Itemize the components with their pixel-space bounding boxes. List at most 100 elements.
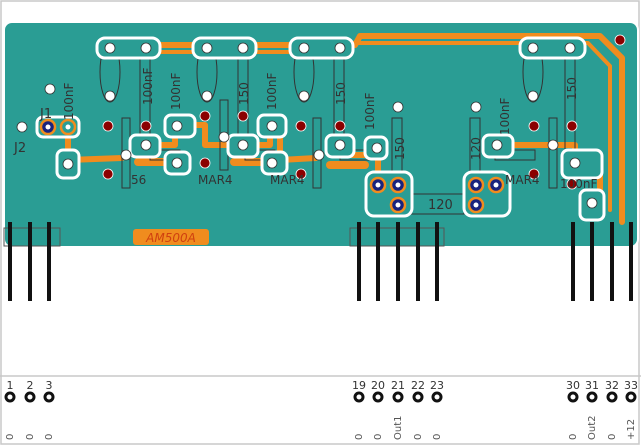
via bbox=[295, 168, 307, 180]
label-c5: 100nF bbox=[498, 97, 512, 135]
pad-blue-center bbox=[375, 182, 381, 188]
edge-pin-number: 23 bbox=[430, 379, 444, 392]
pad bbox=[371, 142, 383, 154]
pad bbox=[298, 42, 310, 54]
pad bbox=[586, 197, 598, 209]
edge-pin: 32 0 bbox=[605, 379, 619, 440]
pad-blue-center bbox=[473, 202, 479, 208]
edge-pin-number: 33 bbox=[624, 379, 638, 392]
pad bbox=[527, 42, 539, 54]
edge-pin-net: 0 bbox=[44, 434, 55, 440]
label-u1: 56 bbox=[131, 173, 146, 187]
pad-blue-center bbox=[45, 124, 51, 130]
edge-pin-number: 21 bbox=[391, 379, 405, 392]
label-c2: 100nF bbox=[169, 72, 183, 110]
label-c1: 100nF bbox=[62, 82, 76, 120]
pad bbox=[527, 90, 539, 102]
edge-pin-number: 3 bbox=[46, 379, 53, 392]
pad bbox=[140, 139, 152, 151]
pad bbox=[470, 101, 482, 113]
edge-pin: 1 0 bbox=[4, 379, 16, 440]
edge-pin-net: 0 bbox=[354, 434, 365, 440]
via bbox=[199, 157, 211, 169]
pad-blue-center bbox=[65, 124, 71, 130]
label-u3: MAR4 bbox=[270, 173, 305, 187]
pad bbox=[334, 139, 346, 151]
label-u2: MAR4 bbox=[198, 173, 233, 187]
edge-pin-number: 31 bbox=[585, 379, 599, 392]
via bbox=[566, 120, 578, 132]
edge-pin: 2 0 bbox=[24, 379, 36, 440]
pad-island-s4b bbox=[560, 148, 604, 180]
pad bbox=[218, 131, 230, 143]
ic-outline-4 bbox=[548, 117, 558, 189]
edge-pin-pad bbox=[567, 391, 579, 403]
pads-white bbox=[16, 42, 598, 209]
pad bbox=[171, 157, 183, 169]
pad bbox=[491, 139, 503, 151]
label-j1: J1 bbox=[39, 107, 52, 122]
via bbox=[140, 120, 152, 132]
edge-pin-net: Out1 bbox=[393, 416, 404, 441]
edge-pin-number: 30 bbox=[566, 379, 580, 392]
edge-pin: 23 0 bbox=[430, 379, 444, 440]
edge-pin-net: 0 bbox=[413, 434, 424, 440]
pad bbox=[547, 139, 559, 151]
edge-pin-pad bbox=[431, 391, 443, 403]
edge-pin-net: Out2 bbox=[587, 416, 598, 441]
pads-via bbox=[102, 34, 626, 190]
edge-pin-legend: 1 0 2 0 3 0 19 0 20 0 21 Out1 bbox=[4, 379, 638, 441]
via bbox=[528, 168, 540, 180]
pad bbox=[62, 158, 74, 170]
pad bbox=[564, 42, 576, 54]
edge-pin-pad bbox=[586, 391, 598, 403]
edge-pin-net: 0 bbox=[5, 434, 16, 440]
pad bbox=[266, 120, 278, 132]
edge-pin-pad bbox=[392, 391, 404, 403]
edge-pin-pad bbox=[372, 391, 384, 403]
label-r3: 150 bbox=[334, 82, 348, 105]
label-r7: 120 bbox=[469, 137, 483, 160]
label-c6: 100nF bbox=[560, 177, 598, 191]
pad bbox=[569, 157, 581, 169]
label-r8: 120 bbox=[428, 198, 453, 213]
edge-pin: 33 +12 bbox=[624, 379, 638, 440]
edge-pin-number: 20 bbox=[371, 379, 385, 392]
label-r4: 150 bbox=[565, 77, 579, 100]
edge-pin-number: 2 bbox=[27, 379, 34, 392]
label-r6: 150 bbox=[393, 137, 407, 160]
pad-blue-center bbox=[395, 202, 401, 208]
pad bbox=[237, 42, 249, 54]
pad bbox=[140, 42, 152, 54]
label-c3: 100nF bbox=[265, 72, 279, 110]
pad bbox=[104, 90, 116, 102]
label-r2: 150 bbox=[237, 82, 251, 105]
pad bbox=[298, 90, 310, 102]
pad bbox=[201, 42, 213, 54]
edge-pin-net: 0 bbox=[432, 434, 443, 440]
via bbox=[528, 120, 540, 132]
edge-pin-pad bbox=[353, 391, 365, 403]
edge-pin: 3 0 bbox=[43, 379, 55, 440]
edge-pin-net: +12 bbox=[626, 419, 637, 440]
via bbox=[334, 120, 346, 132]
edge-pin: 22 0 bbox=[411, 379, 425, 440]
pad bbox=[120, 149, 132, 161]
pad bbox=[334, 42, 346, 54]
via bbox=[295, 120, 307, 132]
edge-pin: 30 0 bbox=[566, 379, 580, 440]
label-j2: J2 bbox=[13, 141, 26, 156]
edge-pin-pad bbox=[24, 391, 36, 403]
edge-pin-number: 1 bbox=[7, 379, 14, 392]
edge-pin: 20 0 bbox=[371, 379, 385, 440]
pad bbox=[392, 101, 404, 113]
pad bbox=[266, 157, 278, 169]
label-c4: 100nF bbox=[363, 92, 377, 130]
pad bbox=[201, 90, 213, 102]
edge-pin-number: 22 bbox=[411, 379, 425, 392]
pad-blue-center bbox=[395, 182, 401, 188]
via bbox=[614, 34, 626, 46]
via bbox=[199, 110, 211, 122]
edge-pin-net: 0 bbox=[373, 434, 384, 440]
